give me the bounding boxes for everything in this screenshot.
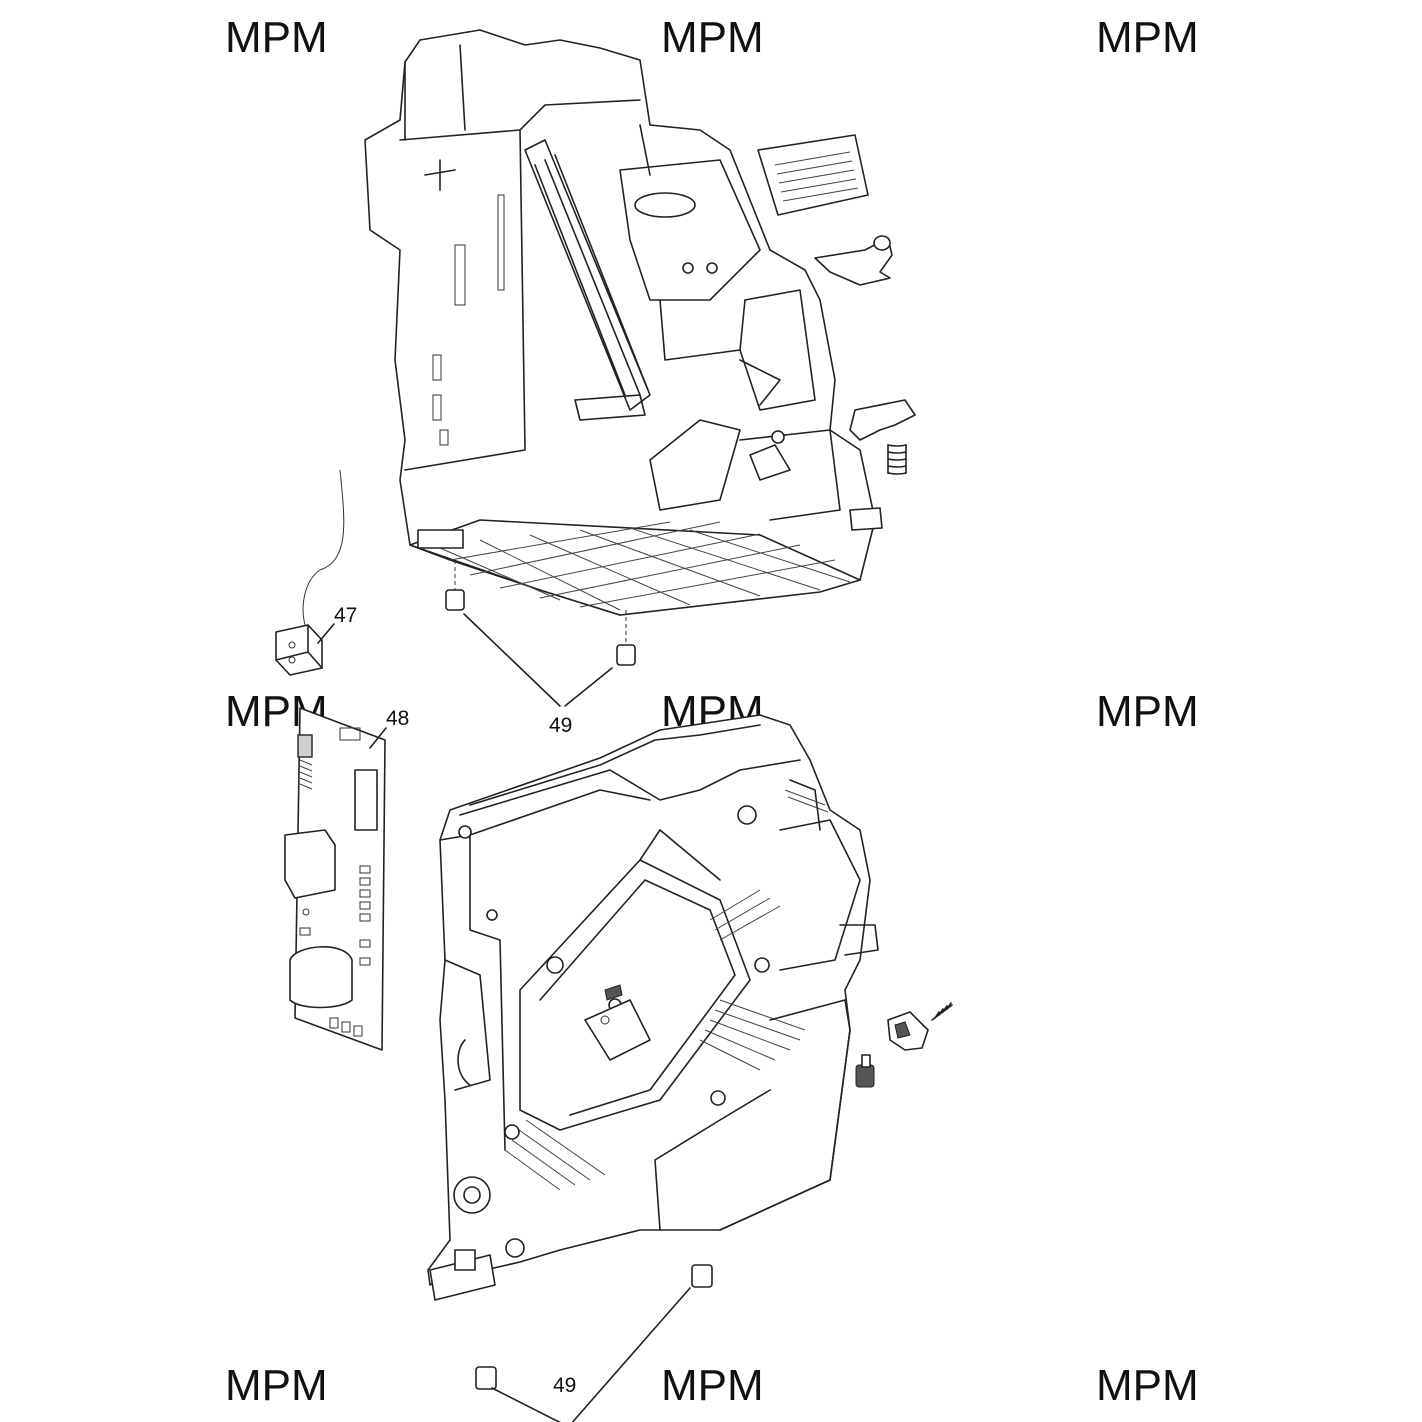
lower-knob-part	[855, 1054, 875, 1088]
chute-ribs	[504, 889, 806, 1191]
foot-part-49-upper	[445, 560, 636, 666]
upper-lever-part	[814, 235, 893, 286]
pcb-part-48	[284, 707, 386, 1051]
callout-49-upper: 49	[549, 714, 572, 737]
watermark-bottom-center: MPM	[661, 1361, 764, 1410]
watermark-top-center: MPM	[661, 13, 764, 62]
foot-part-49-lower	[475, 1264, 713, 1390]
callout-49-lower: 49	[553, 1374, 576, 1397]
upper-spring-part	[887, 444, 907, 475]
lower-spring-part	[931, 1002, 953, 1021]
watermark-top-left: MPM	[225, 13, 328, 62]
lower-housing	[427, 714, 879, 1301]
watermark-bottom-right: MPM	[1096, 1361, 1199, 1410]
upper-housing	[364, 29, 883, 616]
callout-48: 48	[386, 707, 409, 730]
floor-ribs	[439, 521, 851, 611]
callout-leaders	[317, 613, 691, 1422]
lower-latch-part	[887, 1011, 929, 1051]
upper-grille-part	[757, 134, 869, 216]
upper-latch-part	[849, 399, 916, 441]
sensor-part-47	[275, 469, 345, 676]
watermark-middle-right: MPM	[1096, 687, 1199, 736]
watermark-bottom-left: MPM	[225, 1361, 328, 1410]
callout-47: 47	[334, 604, 357, 627]
watermark-top-right: MPM	[1096, 13, 1199, 62]
